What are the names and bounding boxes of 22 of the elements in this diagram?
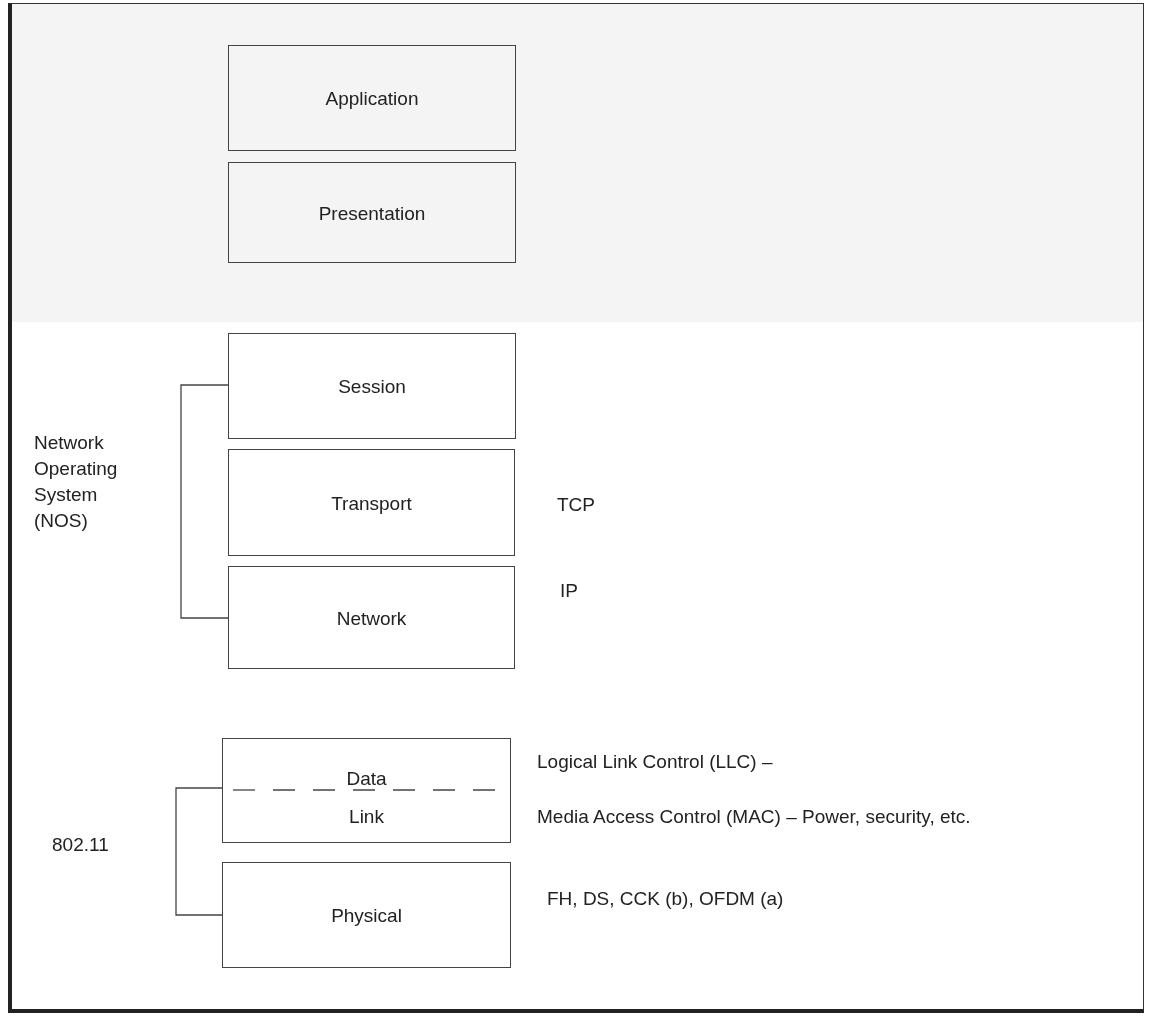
- sublayer-label: Logical Link Control (LLC) –: [537, 750, 773, 774]
- layer-name: Transport: [330, 492, 413, 515]
- layer-name: Presentation: [317, 202, 427, 225]
- protocol-label: IP: [560, 579, 578, 603]
- protocol-label: TCP: [557, 493, 595, 517]
- layer-box: [222, 738, 511, 843]
- protocol-label: FH, DS, CCK (b), OFDM (a): [547, 887, 784, 911]
- layer-name: Network: [335, 607, 408, 630]
- layer-box: [228, 333, 516, 439]
- layer-box: [228, 449, 515, 556]
- layer-name: Session: [337, 376, 407, 398]
- layer-name: Physical: [330, 905, 403, 927]
- layer-name-label: Network Operating System (NOS): [34, 431, 119, 533]
- layer-name: Data: [345, 767, 388, 790]
- standard-label: 802.11: [52, 833, 109, 857]
- layer-box: [228, 162, 516, 263]
- layer-box: [228, 45, 516, 151]
- layer-box: [228, 566, 515, 669]
- sublayer-label: Media Access Control (MAC) – Power, security, etc.: [537, 805, 971, 829]
- layer-name: Link: [348, 805, 385, 828]
- layer-name: Application: [324, 88, 420, 110]
- layer-box: [222, 862, 511, 968]
